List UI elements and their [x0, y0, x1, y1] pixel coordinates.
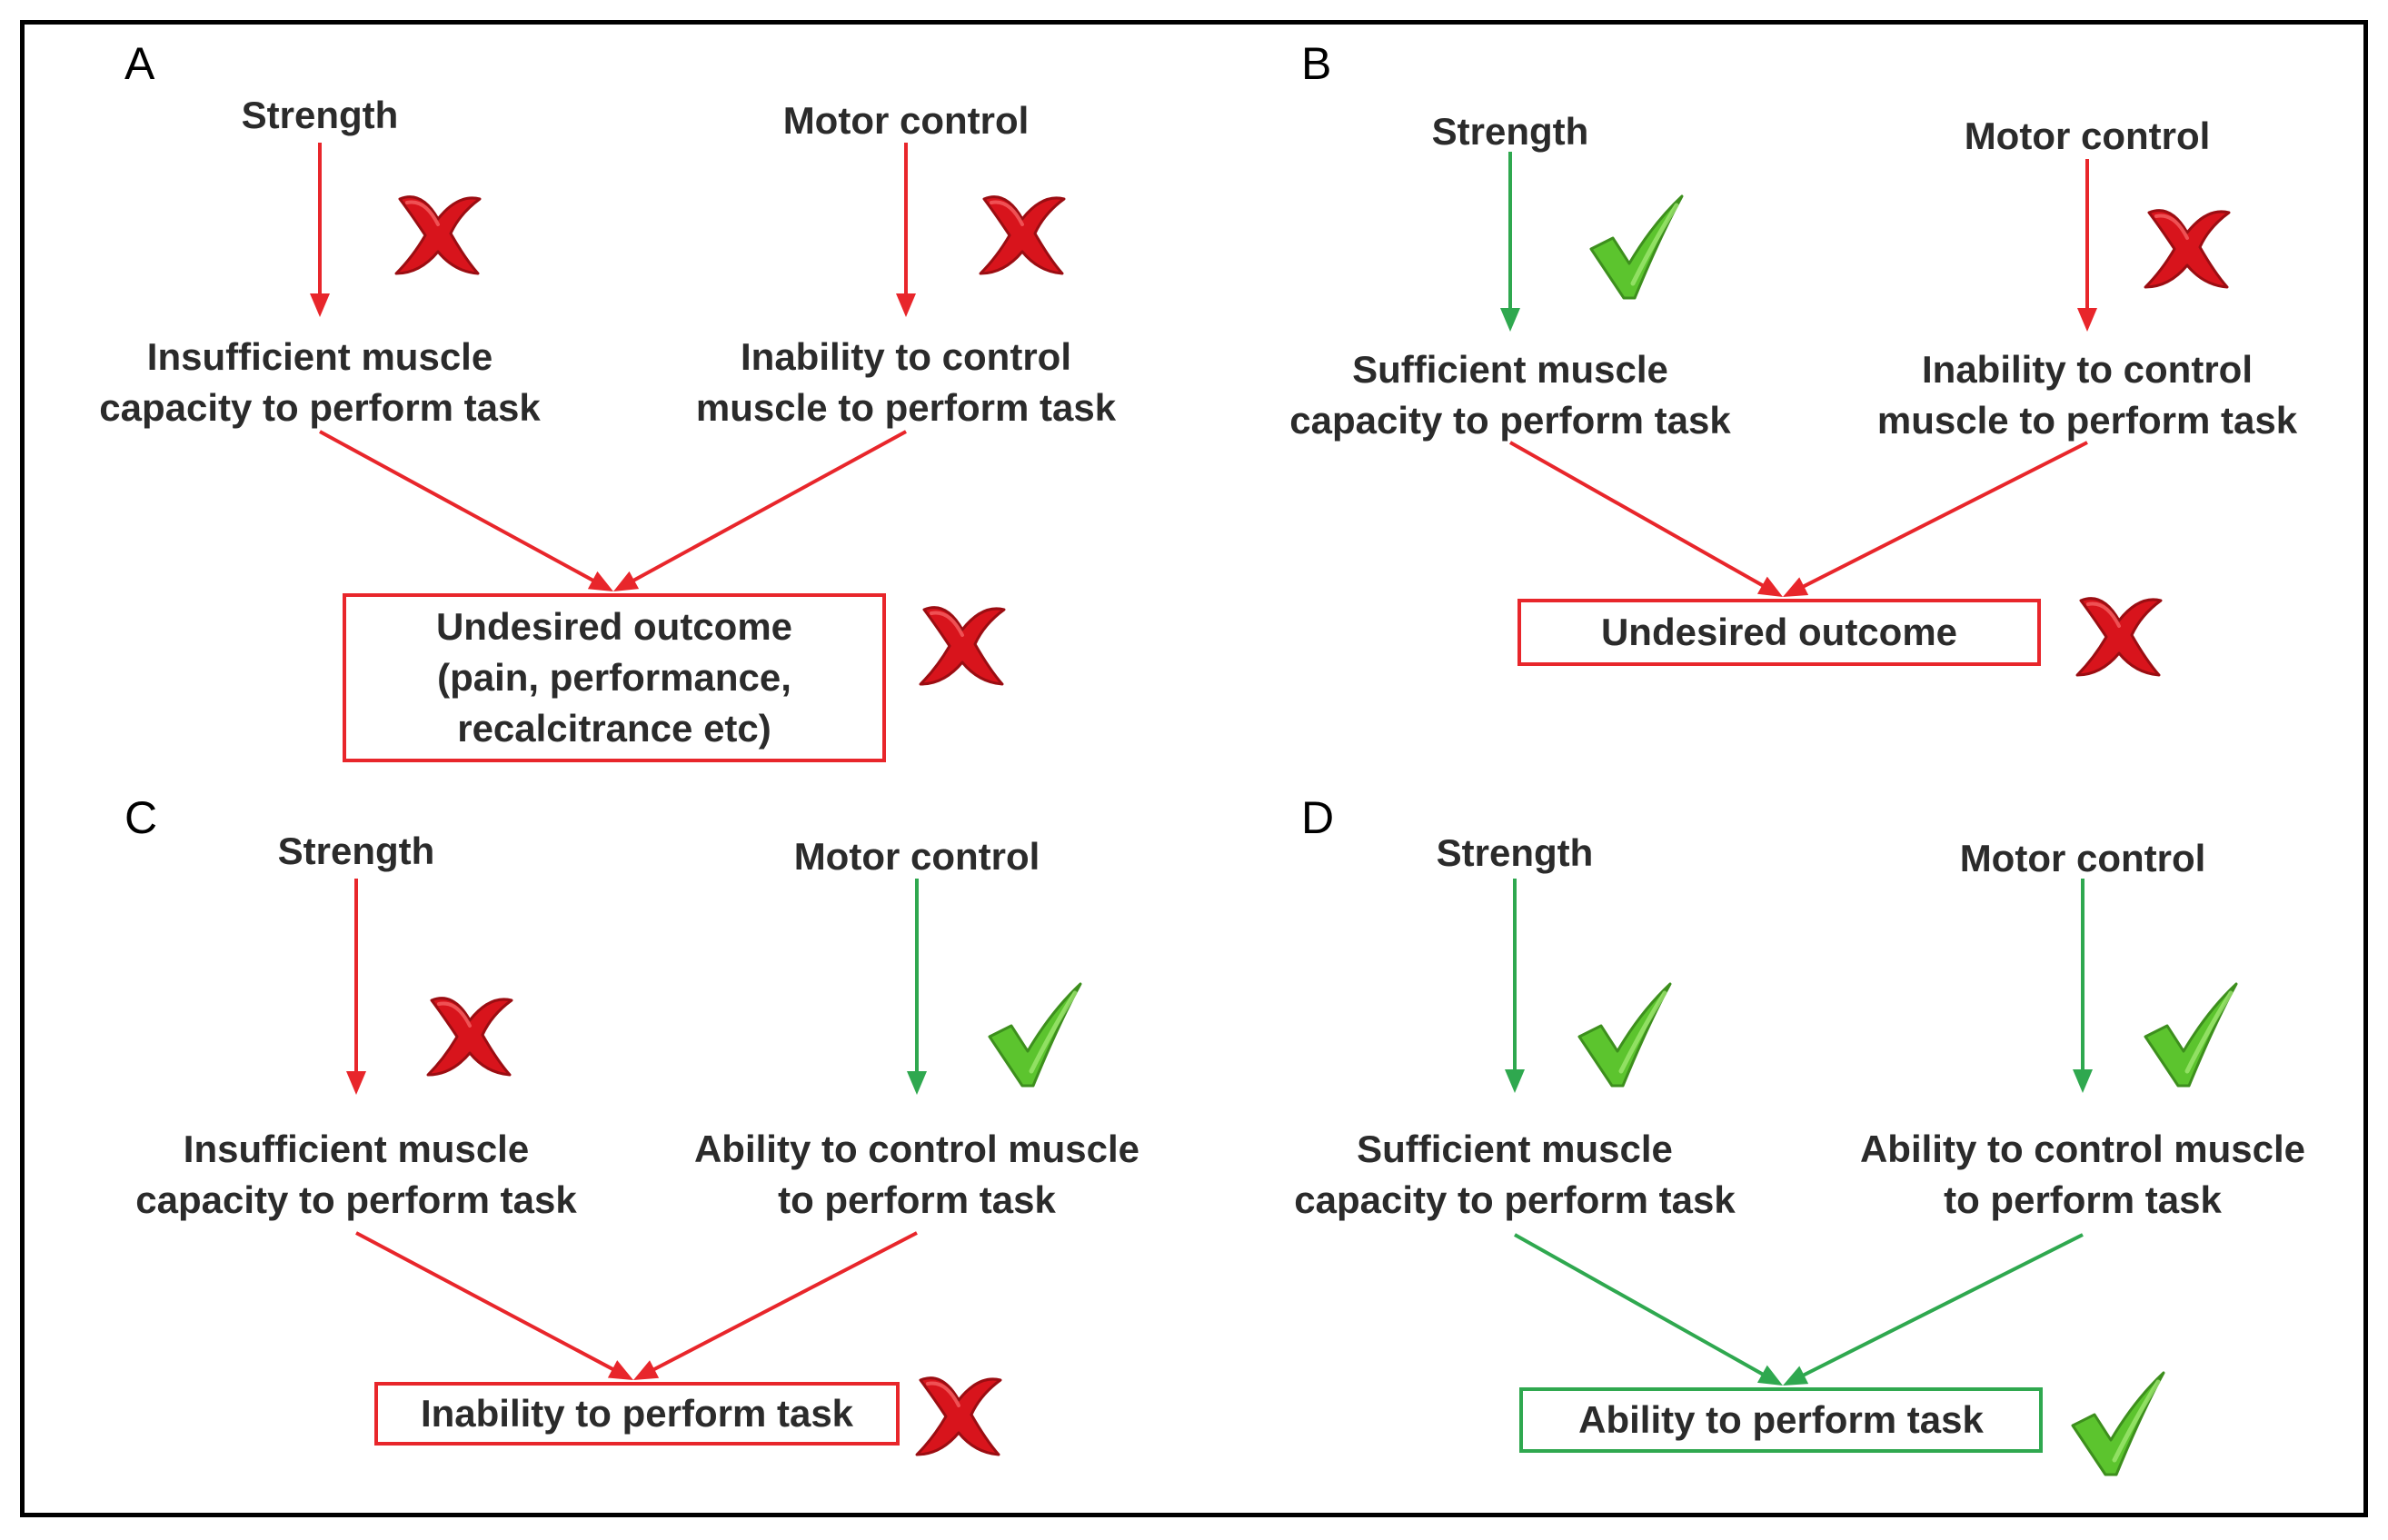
motor-control-label: Motor control [793, 835, 1040, 878]
strength-to-outcome-line [1509, 441, 1766, 589]
strength-label: Strength [1436, 831, 1594, 874]
motor-control-label: Motor control [782, 99, 1030, 142]
green-check-icon [1567, 980, 1676, 1089]
outcome-label: Inability to perform task [420, 1392, 854, 1435]
arrowhead [2073, 1069, 2093, 1093]
red-cross-icon [2133, 193, 2242, 302]
strength-to-outcome-line [355, 1231, 617, 1373]
arrowhead [1505, 1069, 1525, 1093]
arrowhead [633, 1360, 660, 1380]
motor-control-label: Motor control [1959, 837, 2206, 879]
motor-control-label: Motor control [1964, 114, 2211, 157]
motor-control-to-outcome-line [650, 1231, 918, 1373]
connector-lines [346, 879, 927, 1380]
arrowhead [907, 1071, 927, 1095]
arrowhead [1783, 577, 1809, 597]
arrowhead [587, 571, 613, 591]
arrowhead [613, 571, 640, 591]
motor-control-to-outcome-line [1799, 1233, 2084, 1378]
connector-lines [1505, 879, 2093, 1386]
motor-control-to-outcome-line [630, 430, 907, 584]
red-cross-icon [968, 179, 1077, 288]
arrowhead [896, 293, 916, 317]
arrowhead [310, 293, 330, 317]
red-cross-icon [908, 590, 1017, 699]
strength-to-outcome-line [319, 430, 597, 584]
red-cross-icon [415, 980, 524, 1089]
red-cross-icon [383, 179, 493, 288]
arrowhead [1500, 308, 1520, 332]
panel-letter: D [1301, 792, 1335, 843]
outcome-box: Undesired outcome(pain, performance,reca… [343, 593, 886, 762]
green-check-icon [2060, 1369, 2169, 1478]
strength-label: Strength [241, 94, 399, 136]
strength-label: Strength [1431, 110, 1589, 153]
outcome-box: Ability to perform task [1519, 1387, 2043, 1453]
green-check-icon [2133, 980, 2242, 1089]
arrowhead [1756, 576, 1783, 597]
motor-control-to-outcome-line [1799, 441, 2088, 590]
outcome-label: Undesired outcome(pain, performance,reca… [435, 605, 793, 750]
outcome-label: Ability to perform task [1578, 1398, 1984, 1441]
arrowhead [607, 1360, 633, 1380]
arrowhead [2077, 308, 2097, 332]
green-check-icon [1578, 193, 1687, 302]
red-cross-icon [904, 1360, 1013, 1469]
arrowhead [346, 1071, 366, 1095]
panel-letter: A [124, 38, 155, 89]
green-check-icon [977, 980, 1086, 1089]
outcome-box: Inability to perform task [374, 1382, 900, 1446]
panel-letter: C [124, 792, 158, 843]
outcome-box: Undesired outcome [1517, 599, 2041, 666]
connector-lines [310, 143, 916, 591]
red-cross-icon [2065, 581, 2174, 690]
outcome-label: Undesired outcome [1600, 611, 1958, 653]
panel-letter: B [1301, 38, 1332, 89]
arrowhead [1756, 1365, 1783, 1386]
arrowhead [1783, 1366, 1809, 1386]
strength-to-outcome-line [1514, 1233, 1766, 1377]
strength-label: Strength [277, 830, 435, 872]
connector-lines [1500, 152, 2097, 597]
